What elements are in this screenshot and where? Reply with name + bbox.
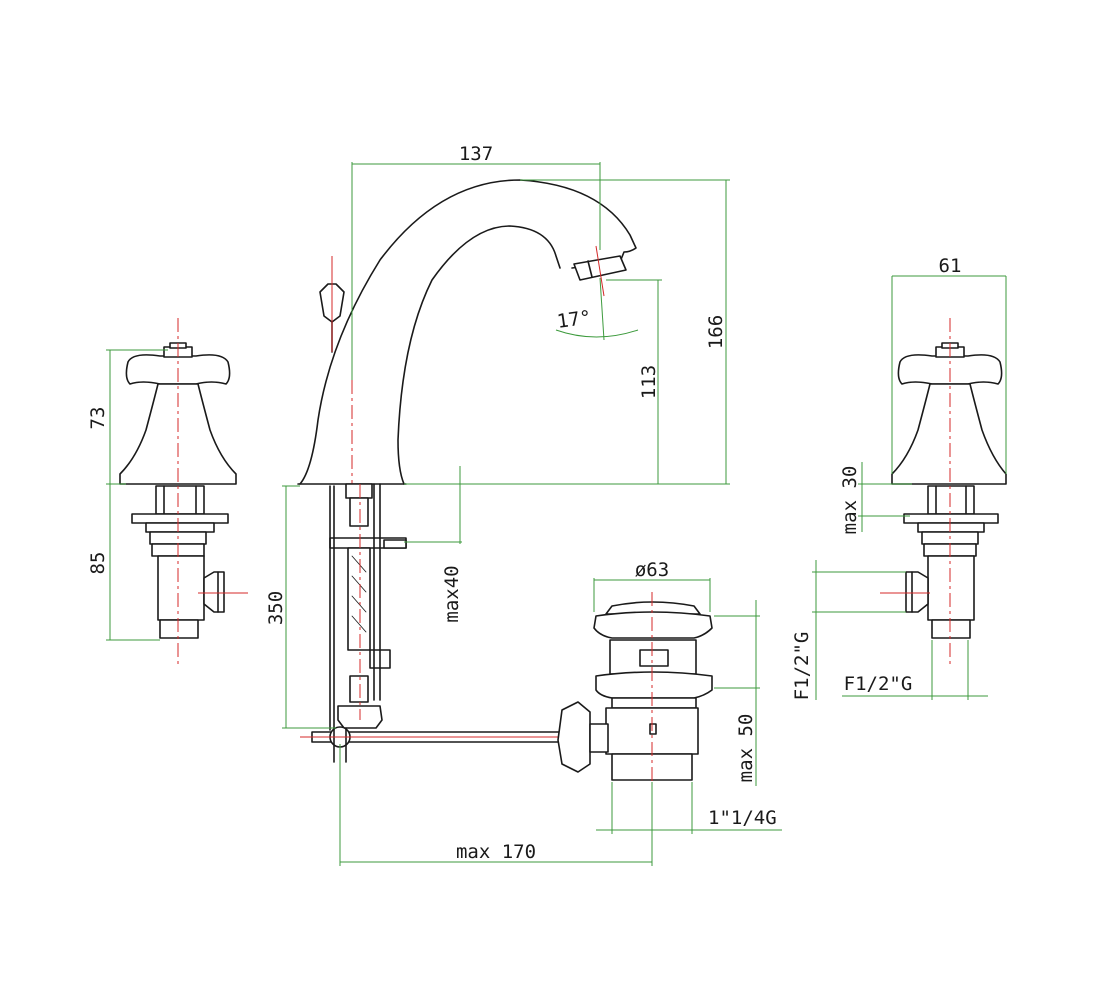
waste-max-depth-label: max 50 <box>735 714 757 783</box>
rod-length-dimension: max 170 <box>339 744 653 866</box>
hose-connector <box>349 675 369 703</box>
left-valve-dimensions: 73 85 <box>87 349 168 641</box>
popup-waste <box>557 592 713 800</box>
inlet-thread-horizontal-label: F1/2"G <box>844 673 913 695</box>
left-washer <box>131 513 229 524</box>
spout-angle-label: 17° <box>556 306 593 333</box>
left-valve <box>119 318 248 668</box>
knob-width-label: 61 <box>939 255 962 277</box>
right-valve <box>880 318 1007 668</box>
spout-height-total-label: 166 <box>705 315 727 349</box>
right-lower-body <box>927 555 975 621</box>
right-bell-body <box>891 383 1007 485</box>
right-valve-dimensions: 61 max 30 F1/2"G F1/2"G <box>791 255 1007 701</box>
waste-plug-cap <box>605 601 701 615</box>
waste-dimensions: ø63 max 50 1"1/4G <box>593 559 782 834</box>
right-inlet-branch <box>905 571 929 613</box>
left-inlet-branch <box>203 571 225 613</box>
left-lower-body <box>157 555 205 621</box>
waste-nut <box>595 671 713 699</box>
spout-dimensions: 137 166 113 17° <box>351 143 730 485</box>
waste-diameter-label: ø63 <box>635 559 669 581</box>
waste-lever-nut <box>557 701 591 773</box>
spout-outlet-height-label: 113 <box>638 365 660 399</box>
flexible-length-label: 350 <box>265 591 287 625</box>
spout-max-deck-label: max40 <box>441 565 463 622</box>
waste-flange <box>593 611 713 639</box>
waste-thread-label: 1"1/4G <box>708 807 777 829</box>
right-washer <box>903 513 999 524</box>
valve-max-deck-label: max 30 <box>839 466 861 535</box>
handle-height-label: 73 <box>87 407 109 430</box>
spout-angle-arc <box>555 329 639 338</box>
flexible-hose <box>347 547 371 651</box>
spout-outer-curve <box>299 179 637 485</box>
spout-inner-curve <box>397 225 561 485</box>
rod-max-length-label: max 170 <box>456 841 536 863</box>
left-bell-body <box>119 383 237 485</box>
valve-body-height-label: 85 <box>87 552 109 575</box>
right-shank <box>927 485 975 515</box>
spout-shank-assembly <box>300 483 620 763</box>
shank-dimensions: 350 max40 <box>265 466 463 729</box>
inlet-thread-vertical-label: F1/2"G <box>791 632 813 701</box>
spout-reach-label: 137 <box>459 143 493 165</box>
spout <box>297 179 639 485</box>
